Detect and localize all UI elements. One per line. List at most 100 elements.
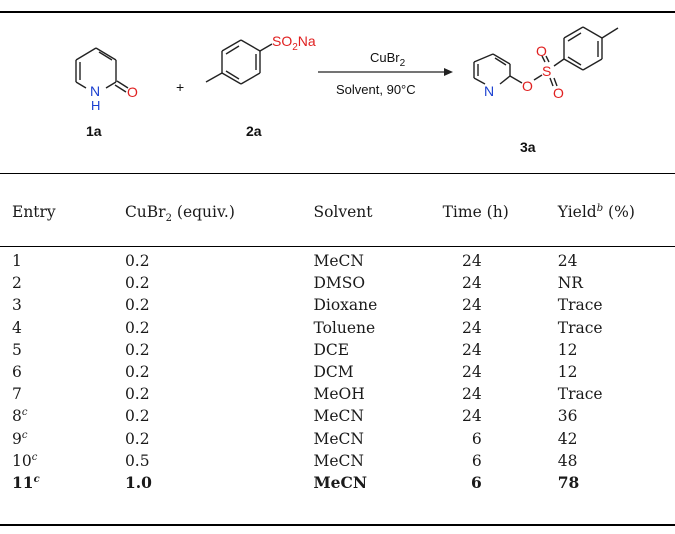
cell-time: 24 xyxy=(462,363,482,382)
cell-yield: 42 xyxy=(557,429,578,448)
cell-solvent: MeCN xyxy=(313,429,364,448)
cell-time: 24 xyxy=(462,407,482,426)
cell-equiv: 0.2 xyxy=(124,252,150,270)
reactant-1a-label: 1a xyxy=(86,123,102,139)
cell-solvent: MeCN xyxy=(313,252,364,270)
cell-time: 24 xyxy=(462,318,482,337)
table-row: 6 0.2 DCM 24 12 xyxy=(0,361,675,383)
table-row: 3 0.2 Dioxane 24 Trace xyxy=(0,294,675,316)
cell-yield: 78 xyxy=(557,473,580,493)
reactant-1a-nh-atom: N xyxy=(90,83,100,99)
cell-equiv: 0.2 xyxy=(124,429,150,448)
cell-equiv: 0.2 xyxy=(124,274,150,293)
cell-yield: Trace xyxy=(557,296,603,315)
header-time: Time (h) xyxy=(442,203,509,221)
optimization-table: Entry CuBr2 (equiv.) Solvent Time (h) Yi… xyxy=(0,186,675,494)
cell-time: 24 xyxy=(462,340,482,359)
reactant-2a-structure xyxy=(205,39,273,85)
cell-yield: 12 xyxy=(557,340,578,359)
cell-entry: 1 xyxy=(12,252,22,270)
product-3a-o-atom-bottom: O xyxy=(553,85,564,101)
cell-yield: 24 xyxy=(557,252,578,270)
cell-entry: 9c xyxy=(12,429,28,448)
table-row: 5 0.2 DCE 24 12 xyxy=(0,339,675,361)
header-solvent: Solvent xyxy=(313,203,373,221)
cell-time: 24 xyxy=(462,252,482,270)
cell-entry: 10c xyxy=(12,451,38,470)
cell-solvent: Dioxane xyxy=(313,296,378,315)
product-3a-label: 3a xyxy=(520,139,536,155)
table-row: 8c 0.2 MeCN 24 36 xyxy=(0,405,675,427)
cell-equiv: 1.0 xyxy=(124,473,152,493)
header-bottom-rule xyxy=(0,246,675,247)
reagent-label: CuBr2 xyxy=(370,50,406,69)
cell-equiv: 0.2 xyxy=(124,407,150,426)
cell-yield: Trace xyxy=(557,318,603,337)
cell-equiv: 0.2 xyxy=(124,296,150,315)
table-row: 4 0.2 Toluene 24 Trace xyxy=(0,317,675,339)
entry-footnote: c xyxy=(33,473,40,485)
cell-solvent: MeCN xyxy=(313,451,364,470)
cell-solvent: MeOH xyxy=(313,385,365,404)
product-3a-n-atom: N xyxy=(484,83,494,99)
plus-sign: + xyxy=(176,79,184,95)
cell-equiv: 0.2 xyxy=(124,318,150,337)
cell-entry: 6 xyxy=(12,363,22,382)
cell-solvent: DCM xyxy=(313,363,354,382)
product-3a-o-atom-top: O xyxy=(536,43,547,59)
entry-footnote: c xyxy=(31,451,38,463)
reactant-1a-structure xyxy=(75,47,129,93)
cell-equiv: 0.2 xyxy=(124,363,150,382)
conditions-label: Solvent, 90°C xyxy=(336,82,416,97)
table-row: 2 0.2 DMSO 24 NR xyxy=(0,272,675,294)
header-yield: Yieldb (%) xyxy=(557,202,635,221)
cell-time: 24 xyxy=(462,296,482,315)
reactant-2a-label: 2a xyxy=(246,123,262,139)
cell-yield: 36 xyxy=(557,407,578,426)
cell-solvent: DMSO xyxy=(313,274,366,293)
cell-solvent: DCE xyxy=(313,340,350,359)
header-entry: Entry xyxy=(12,203,56,221)
cell-entry: 3 xyxy=(12,296,22,315)
cell-time: 6 xyxy=(471,429,482,448)
table-row: 9c 0.2 MeCN 6 42 xyxy=(0,428,675,450)
cell-entry: 8c xyxy=(12,407,28,426)
entry-footnote: c xyxy=(21,429,28,441)
reaction-arrowhead xyxy=(444,68,453,76)
product-3a-s-atom: S xyxy=(542,63,551,79)
cell-yield: 12 xyxy=(557,363,578,382)
cell-solvent: MeCN xyxy=(313,407,364,426)
table-row: 10c 0.5 MeCN 6 48 xyxy=(0,450,675,472)
reaction-scheme: N H O 1a + SO2Na 2a CuBr2 Solvent, 90°C xyxy=(75,26,619,155)
cell-time: 24 xyxy=(462,385,482,404)
cell-time: 6 xyxy=(470,473,482,493)
reactant-1a-h-atom: H xyxy=(91,98,100,113)
cell-yield: Trace xyxy=(557,385,603,404)
cell-yield: NR xyxy=(557,274,583,293)
cell-entry: 11c xyxy=(12,473,40,493)
entry-footnote: c xyxy=(21,407,28,419)
header-cubr2-equiv: CuBr2 (equiv.) xyxy=(124,203,235,225)
top-rule xyxy=(0,11,675,13)
cell-entry: 2 xyxy=(12,274,22,293)
header-top-rule xyxy=(0,173,675,175)
cell-equiv: 0.2 xyxy=(124,340,150,359)
cell-equiv: 0.2 xyxy=(124,385,150,404)
table-row: 11c 1.0 MeCN 6 78 xyxy=(0,472,675,494)
cell-solvent: Toluene xyxy=(313,318,376,337)
cell-equiv: 0.5 xyxy=(124,451,150,470)
cell-time: 6 xyxy=(471,451,482,470)
cell-yield: 48 xyxy=(557,451,578,470)
reactant-1a-o-atom: O xyxy=(127,84,138,100)
table-header-row: Entry CuBr2 (equiv.) Solvent Time (h) Yi… xyxy=(0,186,675,238)
cell-time: 24 xyxy=(462,274,482,293)
reactant-2a-sulfinate-group: SO2Na xyxy=(272,33,316,53)
cell-solvent: MeCN xyxy=(313,473,367,493)
table-row: 1 0.2 MeCN 24 24 xyxy=(0,250,675,272)
cell-entry: 4 xyxy=(12,318,22,337)
bottom-rule xyxy=(0,524,675,526)
product-3a-structure xyxy=(473,26,619,87)
cell-entry: 5 xyxy=(12,340,22,359)
product-3a-ester-o-atom: O xyxy=(522,78,533,94)
